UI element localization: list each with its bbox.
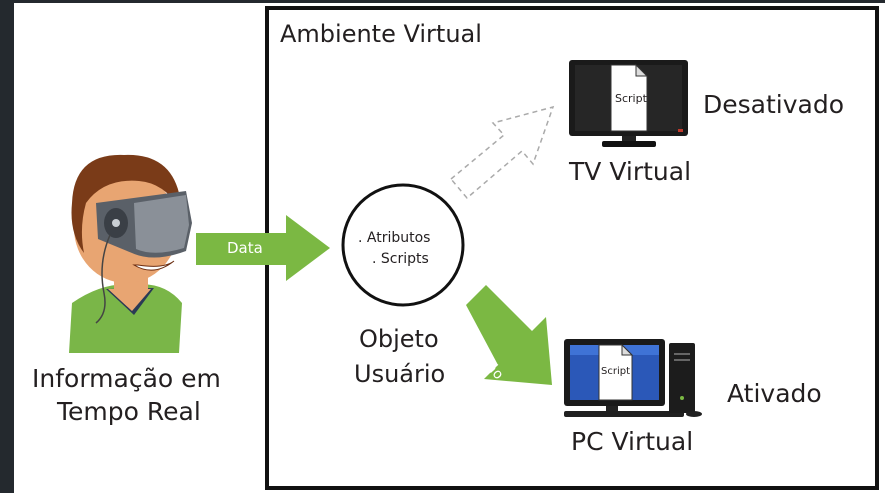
script-document-icon bbox=[598, 343, 634, 401]
data-arrow-label: Data bbox=[227, 239, 263, 257]
pc-script-text: Script bbox=[601, 366, 631, 377]
pc-state: Ativado bbox=[727, 379, 822, 408]
diagram-canvas: Ambiente Virtual Informação em Tempo Rea… bbox=[14, 3, 885, 493]
data-arrow bbox=[196, 215, 330, 281]
user-label-line1: Informação em bbox=[32, 364, 221, 393]
object-label-line1: Objeto bbox=[359, 325, 439, 353]
environment-title: Ambiente Virtual bbox=[280, 20, 482, 48]
tv-label: TV Virtual bbox=[569, 157, 692, 186]
user-object-circle bbox=[341, 183, 465, 307]
object-scripts: . Scripts bbox=[372, 251, 429, 267]
tv-script-text: Script bbox=[615, 92, 647, 105]
user-label-line2: Tempo Real bbox=[57, 397, 201, 426]
object-attributes: . Atributos bbox=[358, 230, 431, 246]
interaction-arrow bbox=[466, 285, 552, 385]
desktop-pc-icon bbox=[564, 339, 702, 417]
script-document-icon bbox=[610, 63, 649, 132]
pc-label: PC Virtual bbox=[571, 427, 694, 456]
object-label-line2: Usuário bbox=[354, 360, 446, 388]
diagram-graphics bbox=[69, 6, 879, 490]
tv-state: Desativado bbox=[703, 90, 845, 119]
vr-user-icon bbox=[69, 154, 192, 353]
inactive-arrow bbox=[449, 105, 555, 200]
